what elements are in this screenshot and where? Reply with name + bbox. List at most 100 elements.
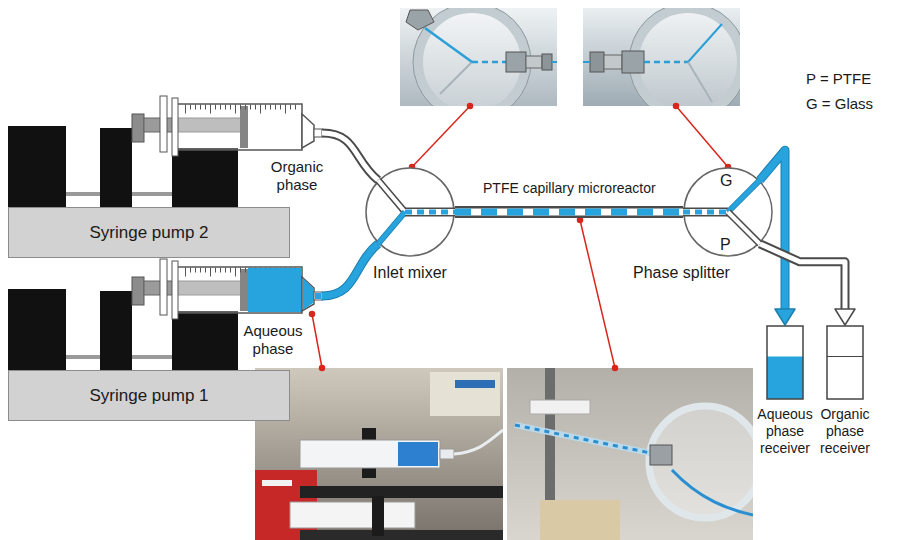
acrylic-disc [418,8,526,106]
pump-base: Syringe pump 1 [8,370,290,421]
fitting [506,52,526,72]
clamp [530,400,590,414]
acrylic-disc [649,406,753,518]
leader-dot [310,312,315,317]
phase-label: Aqueous phase [238,322,308,358]
aqueous-liquid [398,442,438,466]
leader-dot [578,218,583,223]
photo [583,8,740,106]
node-outline [365,167,455,257]
bench-item [430,372,500,416]
tube [454,430,503,454]
syringe-tip [440,449,454,459]
outlet-code: P [720,235,731,254]
tube-connector [760,150,795,325]
photo [400,8,557,106]
tube-wall [322,244,378,296]
syringe-pump: Syringe pump 1 [6,258,322,421]
inlet-mixer: Inlet mixer [365,167,455,257]
aqueous-liquid [248,268,301,312]
edge-label: PTFE capillary microreactor [481,180,658,197]
fitting [526,56,542,68]
liquid-level [827,356,863,357]
tube-wall [728,180,760,212]
aqueous-liquid [303,278,313,310]
mixer-label: Inlet mixer [373,263,447,282]
tube-bore [405,209,455,215]
leader-dot [468,104,473,109]
pump-rail [300,530,503,540]
clamp [372,496,384,536]
syringe-pump-art [8,259,322,370]
tube-bore [728,212,760,244]
fitting [590,52,604,72]
syringe-pump-art [8,96,322,207]
receiver-beaker: Aqueous phase receiver [766,325,804,400]
bench-item [455,380,495,388]
tube-bore [322,133,378,180]
tube-connector [322,133,378,180]
splitter-label: Phase splitter [633,263,730,282]
phase-label: Organic phase [262,158,332,194]
phase-splitter: Phase splitterGP [683,167,773,257]
leader-line [412,106,470,167]
tube [583,61,590,63]
arrowhead [835,309,855,325]
tube [515,425,660,455]
syringe [290,502,415,528]
material-key: G = Glass [806,95,873,113]
node-outline [826,325,864,400]
tube-bore [378,180,405,212]
tube-bore [728,180,760,212]
aqueous-slugs [455,209,683,216]
tube-connector [760,244,855,325]
aqueous-liquid [315,293,321,299]
tube-wall [760,244,845,311]
tube-wall [455,206,683,218]
tube [672,470,753,515]
syringe [300,440,440,468]
pump-label: Syringe pump 1 [89,386,208,406]
tube-wall [728,212,760,244]
tube-bore [322,244,378,296]
material-key: P = PTFE [806,70,871,88]
tube-wall [378,180,405,212]
tube-connector [455,212,683,213]
aqueous-slugs [405,210,455,215]
tube [515,425,660,455]
photo [255,368,503,540]
photo [507,368,753,540]
node-outline [766,325,804,400]
channel [472,61,506,64]
channel [440,62,472,94]
photo-ground [255,368,503,540]
arrowhead [775,309,795,325]
leader-lines [310,104,731,371]
fitting [542,54,552,70]
base-block [540,500,620,540]
channel [688,62,712,102]
leader-line [580,220,615,368]
tube-wall [322,133,378,180]
acrylic-disc [629,8,740,106]
pump-logo [262,480,292,486]
tube [552,61,557,63]
chip-outline [684,168,772,256]
beaker-outline [827,326,863,399]
pump-label: Syringe pump 2 [89,223,208,243]
channel [688,24,722,62]
aqueous-slugs [683,210,728,215]
pump-rail [300,486,503,498]
receiver-label: Aqueous phase receiver [752,406,818,456]
tube-connector [322,244,378,296]
syringe-pump: Syringe pump 2 [6,95,322,258]
fitting [604,55,622,69]
tube-bore [760,244,845,311]
leader-dot [320,366,325,371]
fitting [406,10,434,30]
tube-bore [683,209,728,215]
